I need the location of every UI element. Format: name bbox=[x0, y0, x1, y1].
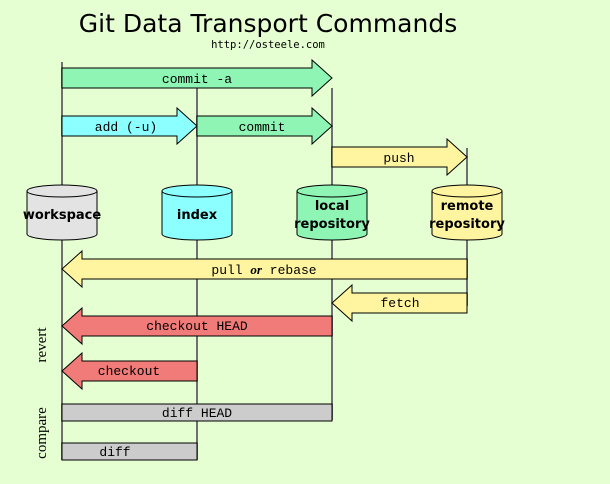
checkout-label: checkout bbox=[98, 364, 160, 379]
commit-a-label: commit -a bbox=[162, 72, 232, 87]
diagram-title: Git Data Transport Commands bbox=[79, 9, 457, 38]
workspace-label: workspace bbox=[23, 208, 102, 223]
index-node: index bbox=[161, 184, 233, 241]
add-u-arrow: add (-u) bbox=[61, 106, 198, 146]
commit-a-arrow: commit -a bbox=[61, 58, 333, 98]
checkout-head-label: checkout HEAD bbox=[146, 319, 248, 334]
diagram-subtitle: http://osteele.com bbox=[211, 39, 325, 51]
revert-side-label: revert bbox=[34, 327, 50, 363]
diff-label: diff bbox=[99, 445, 130, 460]
remote-repository-label-line1: remote bbox=[441, 199, 494, 214]
remote-repository-node: remote repository bbox=[429, 184, 505, 241]
checkout-head-arrow: checkout HEAD bbox=[61, 306, 333, 346]
diff-head-label: diff HEAD bbox=[162, 406, 232, 421]
index-label: index bbox=[177, 208, 218, 223]
diff-bar: diff bbox=[61, 442, 198, 461]
fetch-arrow: fetch bbox=[331, 283, 468, 323]
local-repository-label-line1: local bbox=[315, 199, 349, 214]
fetch-label: fetch bbox=[380, 296, 419, 311]
compare-side-label: compare bbox=[34, 407, 50, 459]
pull-or-rebase-arrow: pull or rebase bbox=[61, 249, 468, 289]
local-repository-node: local repository bbox=[294, 184, 370, 241]
workspace-node: workspace bbox=[23, 184, 102, 241]
pull-text: pull bbox=[211, 263, 250, 278]
push-label: push bbox=[383, 151, 414, 166]
commit-arrow: commit bbox=[196, 106, 333, 146]
remote-repository-label-line2: repository bbox=[429, 217, 505, 232]
rebase-text: rebase bbox=[262, 263, 317, 278]
add-u-label: add (-u) bbox=[95, 120, 157, 135]
commit-label: commit bbox=[239, 120, 286, 135]
diff-head-bar: diff HEAD bbox=[61, 403, 333, 422]
or-text: or bbox=[250, 262, 263, 277]
local-repository-label-line2: repository bbox=[294, 217, 370, 232]
checkout-arrow: checkout bbox=[61, 351, 198, 391]
pull-or-rebase-label: pull or rebase bbox=[211, 262, 316, 278]
push-arrow: push bbox=[331, 137, 468, 177]
